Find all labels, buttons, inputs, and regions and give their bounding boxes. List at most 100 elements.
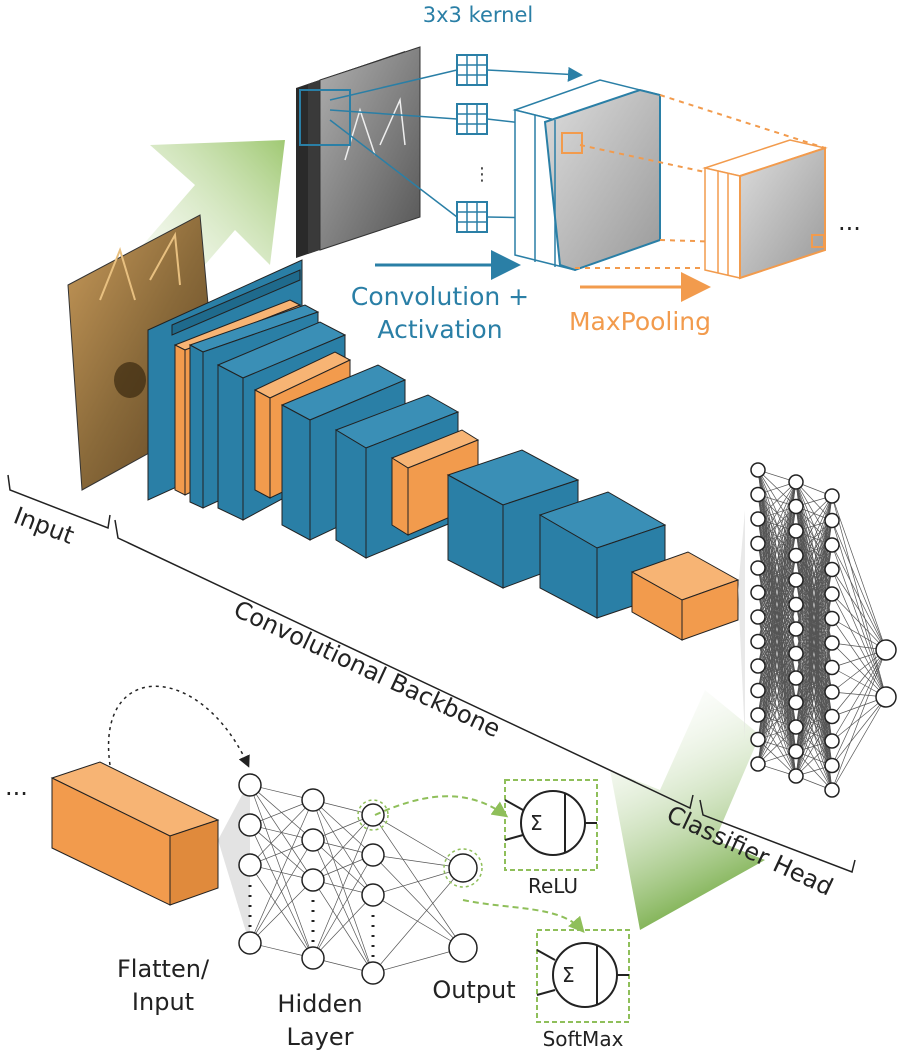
classifier-edge: [795, 691, 833, 777]
classifier-neuron: [824, 684, 840, 700]
backbone-label: Convolutional Backbone: [229, 595, 504, 743]
hidden-edge: [312, 854, 374, 959]
classifier-neuron: [824, 733, 840, 749]
top-ellipsis: ...: [838, 208, 861, 236]
classifier-neuron: [824, 512, 840, 529]
classifier-edge: [757, 702, 797, 765]
classifier-edge: [831, 642, 887, 698]
classifier-neuron: [788, 768, 804, 784]
classifier-edge: [831, 495, 887, 651]
classifier-edge: [795, 495, 833, 556]
hidden-label-2: Layer: [287, 1023, 354, 1051]
hidden-neuron: [238, 931, 262, 955]
classifier-edge: [795, 495, 833, 532]
classifier-edge: [795, 740, 833, 777]
classifier-neuron: [875, 639, 897, 661]
classifier-neuron: [788, 547, 804, 564]
classifier-edge: [831, 618, 887, 698]
classifier-edge: [757, 530, 797, 765]
classifier-edge: [795, 495, 833, 703]
classifier-neuron: [875, 686, 897, 708]
classifier-edge: [795, 495, 833, 679]
brackets: [7, 474, 856, 874]
classifier-edge: [831, 696, 887, 766]
classifier-network: [738, 462, 897, 798]
kernel-cube-3: [456, 201, 488, 233]
hidden-edge: [372, 867, 464, 974]
hidden-edge: [312, 894, 374, 959]
classifier-edge: [795, 569, 833, 777]
classifier-neuron: [788, 523, 804, 539]
classifier-edge: [795, 520, 833, 777]
pool-label: MaxPooling: [569, 307, 711, 336]
classifier-edge: [795, 495, 833, 605]
classifier-edge: [831, 649, 887, 717]
hidden-edge: [372, 854, 464, 869]
classifier-edge: [757, 481, 797, 520]
kernel-label: 3x3 kernel: [423, 3, 534, 27]
hidden-neuron: [448, 853, 478, 883]
classifier-edge: [757, 726, 797, 765]
classifier-edge: [757, 481, 797, 740]
relu-label: ReLU: [528, 874, 578, 898]
classifier-neuron: [750, 486, 766, 503]
classifier-edge: [831, 696, 887, 791]
hidden-edge: [249, 799, 314, 866]
classifier-edge: [831, 649, 887, 766]
classifier-neuron: [788, 621, 804, 637]
classifier-edge: [757, 481, 797, 569]
backbone-blocks: [147, 259, 740, 641]
classifier-neuron: [750, 756, 766, 772]
classifier-edge: [795, 495, 833, 752]
hidden-edge: [372, 867, 464, 896]
classifier-edge: [831, 649, 887, 693]
classifier-neuron: [750, 535, 766, 552]
svg-text:Σ: Σ: [562, 963, 575, 987]
classifier-neuron: [750, 731, 766, 748]
classifier-neuron: [824, 610, 840, 627]
hidden-neuron: [361, 843, 385, 867]
softmax-link: [462, 899, 585, 933]
hidden-label-1: Hidden: [277, 990, 362, 1018]
hidden-neuron: [361, 803, 385, 827]
classifier-edge: [831, 593, 887, 698]
hidden-neuron: [238, 853, 262, 877]
classifier-neuron: [824, 635, 840, 651]
classifier-neuron: [788, 743, 804, 760]
hidden-edge: [249, 799, 314, 944]
classifier-edge: [831, 495, 887, 698]
classifier-edge: [831, 649, 887, 791]
classifier-neuron: [750, 658, 766, 674]
relu-link: [374, 795, 509, 818]
classifier-neuron: [824, 586, 840, 602]
classifier-neuron: [750, 633, 766, 650]
classifier-neuron: [750, 682, 766, 699]
hidden-edge: [249, 839, 314, 944]
classifier-edge: [831, 569, 887, 698]
classifier-edge: [795, 495, 833, 581]
classifier-neuron: [750, 560, 766, 576]
hidden-edge: [372, 894, 464, 949]
pooled-volume: [702, 139, 828, 280]
flatten-label-2: Input: [132, 988, 194, 1016]
classifier-neuron: [824, 488, 840, 504]
classifier-edge: [831, 593, 887, 651]
softmax-activation-icon: Σ: [536, 929, 630, 1023]
conv-label-line1: Convolution +: [351, 282, 529, 311]
classifier-neuron: [824, 537, 840, 553]
classifier-neuron: [824, 757, 840, 774]
classifier-neuron: [824, 659, 840, 676]
classifier-neuron: [788, 474, 804, 490]
classifier-neuron: [824, 561, 840, 578]
conv-label-line2: Activation: [377, 315, 502, 344]
classifier-edge: [795, 716, 833, 777]
hidden-neuron: [301, 868, 325, 892]
classifier-edge: [795, 495, 833, 728]
hidden-edge: [312, 814, 374, 881]
hidden-edge: [312, 814, 374, 959]
classifier-edge: [831, 520, 887, 651]
flatten-block: [50, 761, 220, 906]
classifier-edge: [757, 677, 797, 765]
classifier-edge: [831, 649, 887, 742]
